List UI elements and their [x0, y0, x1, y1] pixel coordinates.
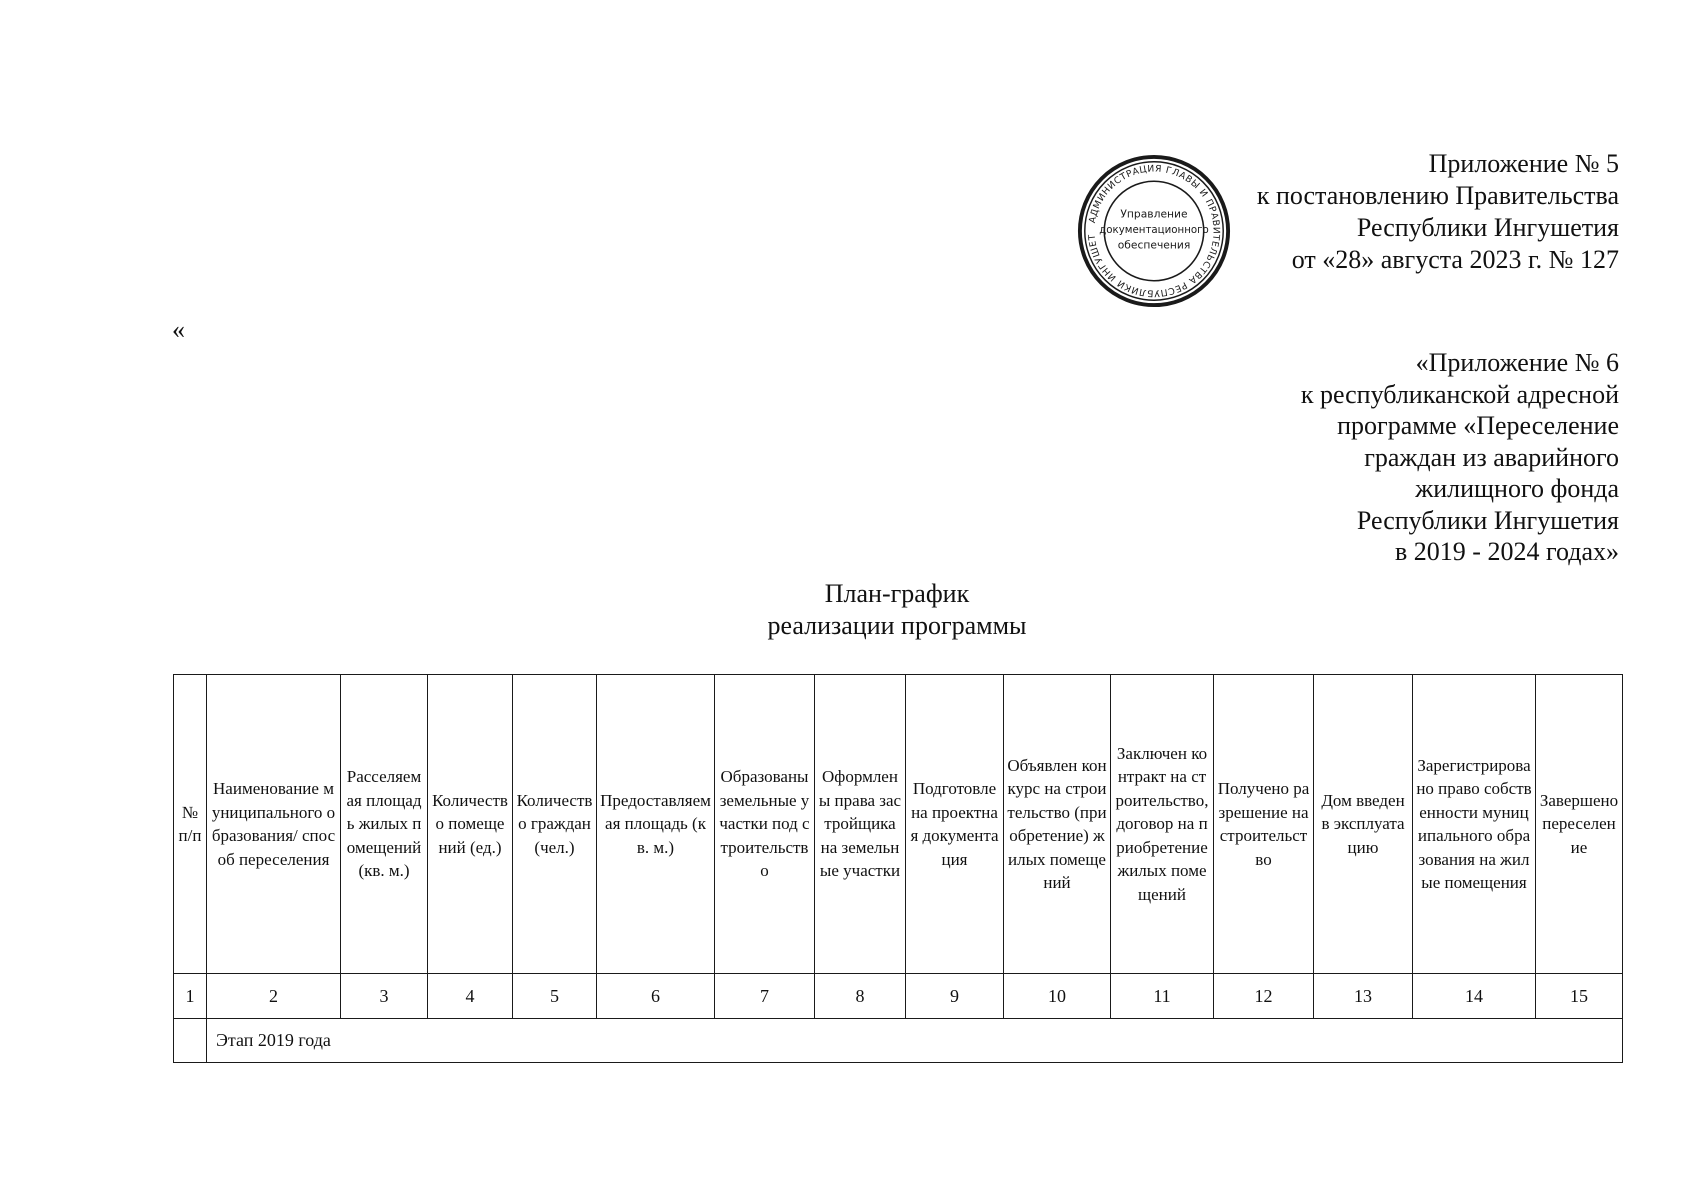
column-number: 10	[1003, 973, 1111, 1019]
column-number: 4	[427, 973, 513, 1019]
header-attachment-block: Приложение № 5 к постановлению Правитель…	[1257, 148, 1619, 276]
table-header-row: № п/п Наименование муниципального образо…	[173, 674, 1623, 974]
document-title-line-1: План-график	[824, 579, 970, 608]
appendix-line: Республики Ингушетия	[1356, 505, 1619, 535]
column-number: 12	[1213, 973, 1314, 1019]
schedule-table: № п/п Наименование муниципального образо…	[173, 674, 1623, 1063]
official-seal-stamp: АДМИНИСТРАЦИЯ ГЛАВЫ И ПРАВИТЕЛЬСТВА РЕСП…	[1076, 153, 1231, 308]
appendix-line: граждан из аварийного	[1364, 442, 1619, 472]
header-attachment-number: Приложение № 5	[1428, 149, 1619, 178]
appendix-line: в 2019 - 2024 годах»	[1395, 537, 1619, 566]
column-number: 5	[512, 973, 597, 1019]
appendix-program-block: «Приложение № 6 к республиканской адресн…	[1301, 347, 1619, 568]
seal-line-1: Управление	[1120, 207, 1188, 220]
column-header: Дом введен в эксплуатацию	[1313, 674, 1413, 974]
column-number: 14	[1412, 973, 1536, 1019]
column-header: Зарегистрировано право собственности мун…	[1412, 674, 1536, 974]
column-header: Объявлен конкурс на строительство (приоб…	[1003, 674, 1111, 974]
stage-row: Этап 2019 года	[173, 1018, 1623, 1063]
column-number: 7	[714, 973, 815, 1019]
column-number: 3	[340, 973, 428, 1019]
document-title-line-2: реализации программы	[767, 611, 1027, 640]
column-number: 6	[596, 973, 715, 1019]
column-header: Подготовлена проектная документация	[905, 674, 1004, 974]
column-header: Наименование муниципального образования/…	[206, 674, 341, 974]
column-header: Оформлены права застройщика на земельные…	[814, 674, 906, 974]
column-header: Предоставляемая площадь (кв. м.)	[596, 674, 715, 974]
column-number: 9	[905, 973, 1004, 1019]
column-number: 8	[814, 973, 906, 1019]
appendix-line: «Приложение № 6	[1415, 348, 1619, 377]
column-header: Количество граждан (чел.)	[512, 674, 597, 974]
column-number: 15	[1535, 973, 1623, 1019]
appendix-line: к республиканской адресной	[1300, 379, 1619, 409]
column-number: 13	[1313, 973, 1413, 1019]
document-title: План-график реализации программы	[172, 578, 1622, 642]
stage-number-cell	[173, 1018, 207, 1063]
column-number: 1	[173, 973, 207, 1019]
column-header: Завершено переселение	[1535, 674, 1623, 974]
column-header: Расселяемая площадь жилых помещений (кв.…	[340, 674, 428, 974]
column-number: 11	[1110, 973, 1214, 1019]
column-header: Заключен контракт на строительство, дого…	[1110, 674, 1214, 974]
column-number: 2	[206, 973, 341, 1019]
opening-quote-mark: «	[172, 315, 185, 344]
header-resolution-ref: к постановлению Правительства	[1256, 181, 1619, 210]
header-republic-name: Республики Ингушетия	[1356, 213, 1619, 242]
appendix-line: жилищного фонда	[1415, 474, 1619, 503]
seal-line-3: обеспечения	[1118, 239, 1191, 252]
column-header: № п/п	[173, 674, 207, 974]
seal-line-2: документационного	[1099, 225, 1209, 236]
appendix-line: программе «Переселение	[1337, 411, 1619, 440]
column-header: Получено разрешение на строительство	[1213, 674, 1314, 974]
column-number-row: 1 2 3 4 5 6 7 8 9 10 11 12 13 14 15	[173, 973, 1623, 1019]
column-header: Количество помещений (ед.)	[427, 674, 513, 974]
header-resolution-date: от «28» августа 2023 г. № 127	[1291, 245, 1619, 274]
column-header: Образованы земельные участки под строите…	[714, 674, 815, 974]
stage-label: Этап 2019 года	[206, 1018, 1623, 1063]
